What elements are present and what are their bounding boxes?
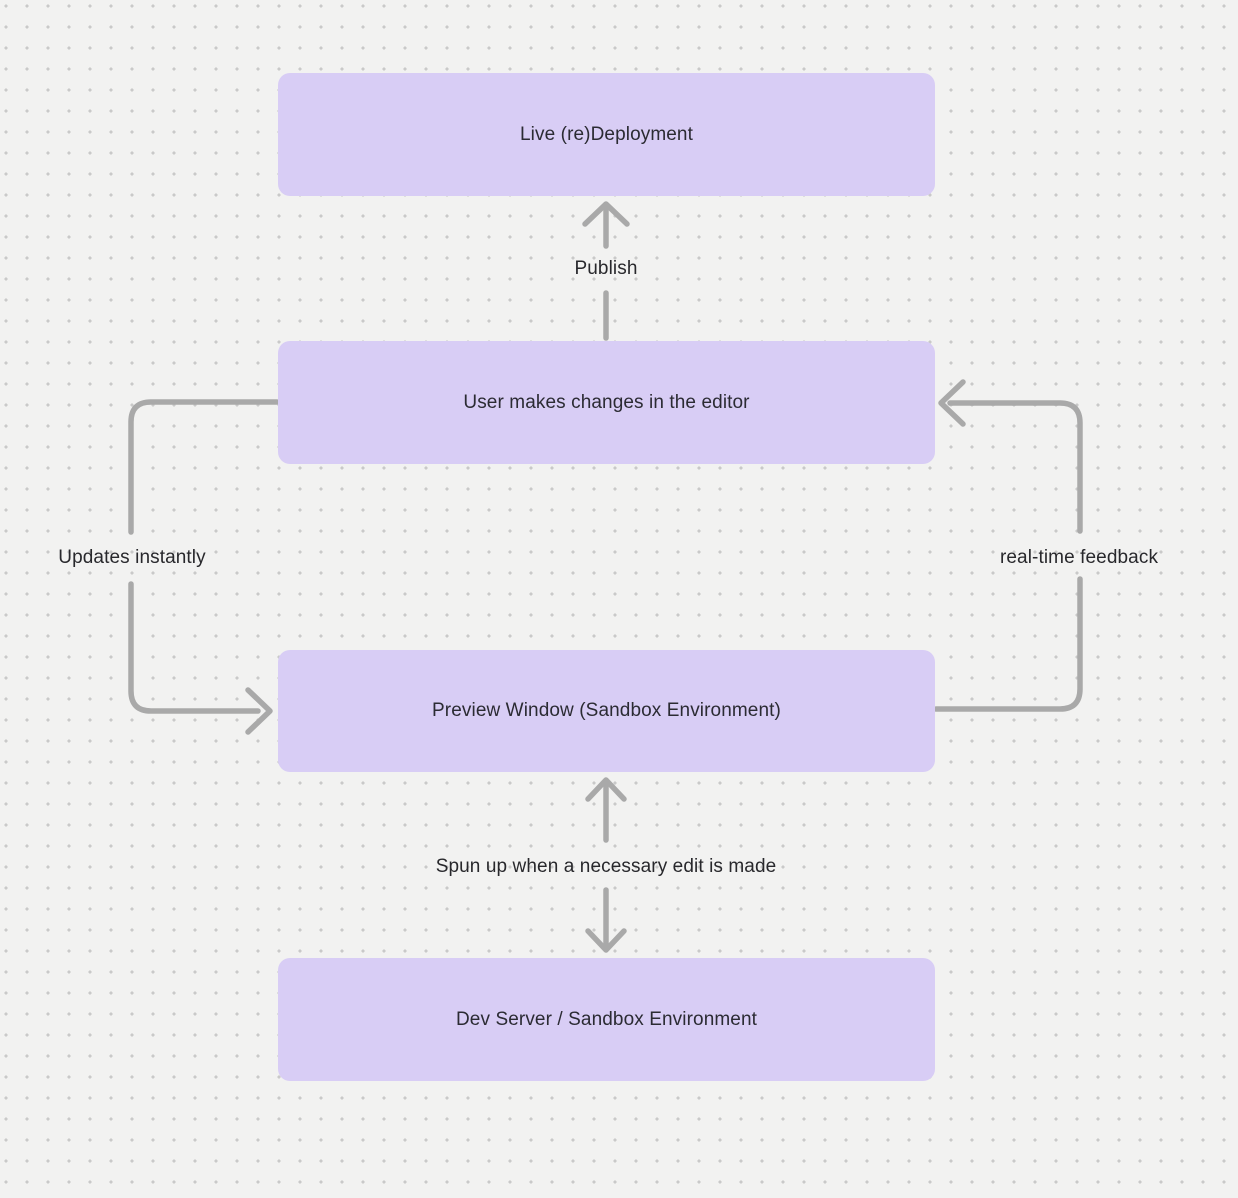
arrowhead-up-icon: [582, 201, 630, 227]
updates-loop-upper: [128, 399, 280, 535]
arrowhead-left-icon: [938, 379, 966, 427]
arrowhead-up-icon: [585, 777, 627, 802]
node-preview-window: Preview Window (Sandbox Environment): [278, 650, 935, 772]
node-label: Dev Server / Sandbox Environment: [455, 1008, 757, 1030]
node-label: Live (re)Deployment: [520, 123, 693, 145]
updates-loop-lower: [128, 581, 261, 714]
arrow-spun-up: [585, 777, 627, 953]
arrow-updates-instantly: [128, 399, 280, 735]
node-label: Preview Window (Sandbox Environment): [432, 700, 781, 721]
node-user-editor: User makes changes in the editor: [278, 341, 935, 464]
edge-label-publish: Publish: [574, 258, 638, 279]
arrow-publish: [582, 201, 630, 341]
edge-label-realtime-feedback: real-time feedback: [999, 547, 1159, 568]
node-label: User makes changes in the editor: [463, 391, 750, 413]
arrowhead-right-icon: [245, 687, 273, 735]
edge-label-updates-instantly: Updates instantly: [58, 547, 206, 568]
arrow-realtime-feedback: [933, 379, 1083, 712]
edge-label-spun-up: Spun up when a necessary edit is made: [435, 856, 777, 877]
node-dev-server: Dev Server / Sandbox Environment: [278, 958, 935, 1081]
arrowhead-down-icon: [585, 928, 627, 953]
node-live-redeployment: Live (re)Deployment: [278, 73, 935, 196]
feedback-loop-lower: [933, 576, 1083, 712]
feedback-loop-upper: [947, 400, 1083, 534]
